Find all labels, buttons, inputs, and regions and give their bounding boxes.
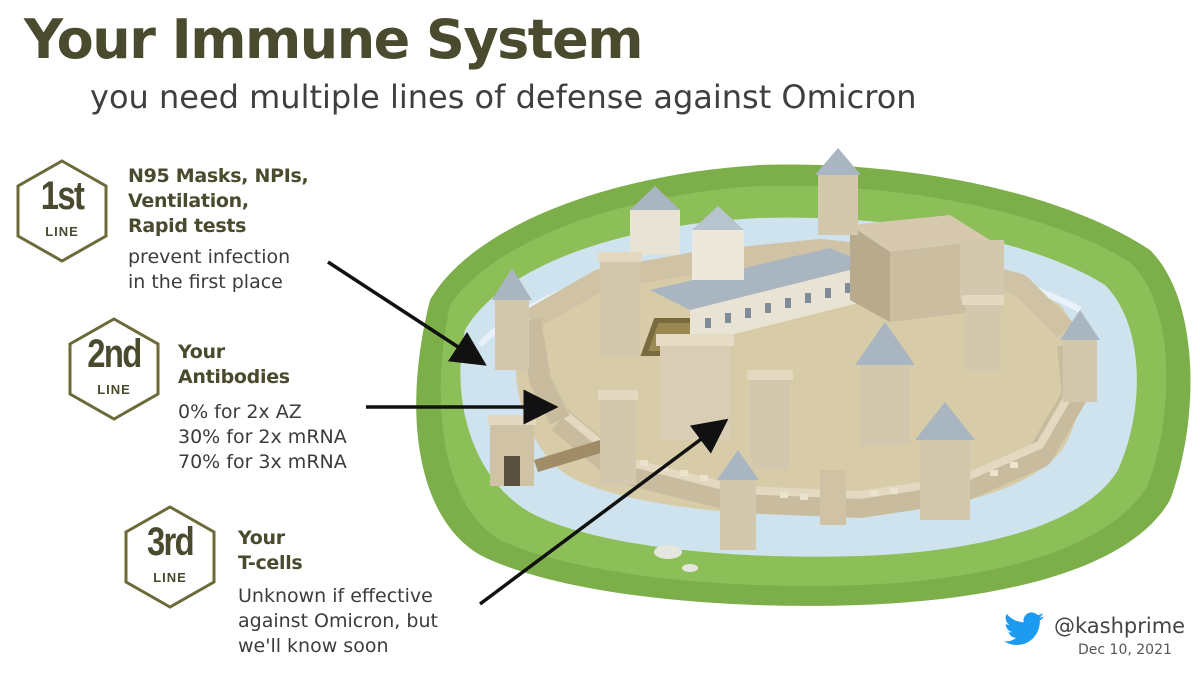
line-3-description: Unknown if effective against Omicron, bu… [238,585,438,657]
twitter-bird-icon [1004,612,1044,645]
line-1-description: prevent infection in the first place [128,246,291,293]
tower-group [488,148,1100,550]
hexagon-icon [124,505,216,609]
arrow-1st-line [327,260,487,366]
twitter-handle: @kashprime [1054,614,1186,638]
house-roof-1 [630,186,680,210]
hexagon-icon [16,159,108,263]
badge-number: 3rd [146,520,195,564]
badge-2nd-line: 2nd LINE [66,316,162,422]
line-2-heading: Your Antibodies [178,341,290,388]
badge-label: LINE [45,224,79,239]
badge-number: 1st [40,174,85,218]
badge-label: LINE [153,570,187,585]
badge-1st-line: 1st LINE [14,158,110,264]
line-3-heading: Your T-cells [238,527,303,574]
arrow-3rd-line [478,418,729,606]
badge-number: 2nd [87,332,142,376]
line-2-description: 0% for 2x AZ 30% for 2x mRNA 70% for 3x … [178,401,347,473]
hexagon-icon [68,317,160,421]
house-roof-2 [692,206,744,230]
page-subtitle: you need multiple lines of defense again… [90,78,917,116]
house-2 [692,230,744,280]
outer-wall [551,343,1088,518]
long-hall [690,265,870,345]
badge-3rd-line: 3rd LINE [122,504,218,610]
keep-side [850,225,890,322]
house-1 [630,210,680,255]
keep-top [850,215,990,252]
line-1-heading: N95 Masks, NPIs, Ventilation, Rapid test… [128,165,309,237]
post-date: Dec 10, 2021 [1078,642,1172,658]
badge-label: LINE [97,382,131,397]
page-title: Your Immune System [24,8,644,71]
long-hall-roof [650,248,870,310]
